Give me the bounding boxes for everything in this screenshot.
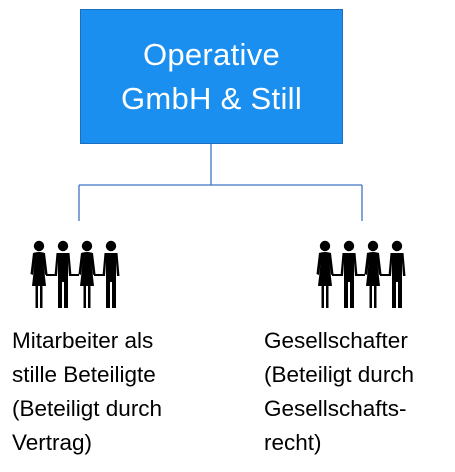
left-people-group-icon	[28, 240, 128, 310]
root-node-box: Operative GmbH & Still	[80, 9, 343, 144]
right-child-label: Gesellschafter (Beteiligt durch Gesellsc…	[264, 328, 415, 455]
right-people-group-icon	[314, 240, 414, 310]
root-node-label: Operative GmbH & Still	[120, 36, 303, 116]
left-child-label: Mitarbeiter als stille Beteiligte (Betei…	[12, 328, 163, 455]
